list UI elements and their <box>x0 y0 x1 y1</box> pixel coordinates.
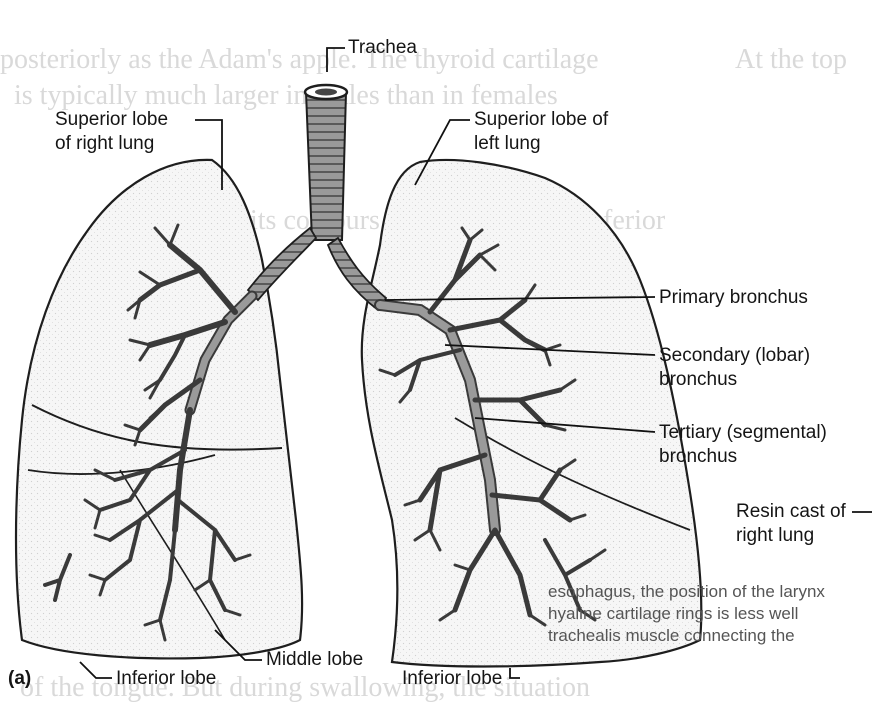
background-text-line: trachealis muscle connecting the <box>548 626 795 646</box>
background-text-line: hyaline cartilage rings is less well <box>548 604 798 624</box>
resin-cast-label-line2: right lung <box>736 524 814 547</box>
trachea-label: Trachea <box>348 36 417 59</box>
middle-lobe-label: Middle lobe <box>266 648 363 671</box>
superior-right-lobe-label-line2: of right lung <box>55 132 154 155</box>
inferior-left-leader <box>510 668 520 678</box>
superior-left-lobe-label-line2: left lung <box>474 132 541 155</box>
superior-left-lobe-label-line1: Superior lobe of <box>474 108 608 131</box>
panel-letter: (a) <box>8 667 31 690</box>
trachea-leader <box>327 48 345 72</box>
trachea <box>305 85 347 240</box>
primary-bronchus-label: Primary bronchus <box>659 286 808 309</box>
tertiary-bronchus-label-line2: bronchus <box>659 445 737 468</box>
background-text-line: esophagus, the position of the larynx <box>548 582 825 602</box>
tertiary-bronchus-label-line1: Tertiary (segmental) <box>659 421 827 444</box>
inferior-right-leader <box>80 662 112 678</box>
inferior-lobe-right-label: Inferior lobe <box>116 667 216 690</box>
secondary-bronchus-label-line1: Secondary (lobar) <box>659 344 810 367</box>
resin-cast-label-line1: Resin cast of <box>736 500 846 523</box>
inferior-lobe-left-label: Inferior lobe <box>402 667 502 690</box>
superior-right-lobe-label-line1: Superior lobe <box>55 108 168 131</box>
secondary-bronchus-label-line2: bronchus <box>659 368 737 391</box>
